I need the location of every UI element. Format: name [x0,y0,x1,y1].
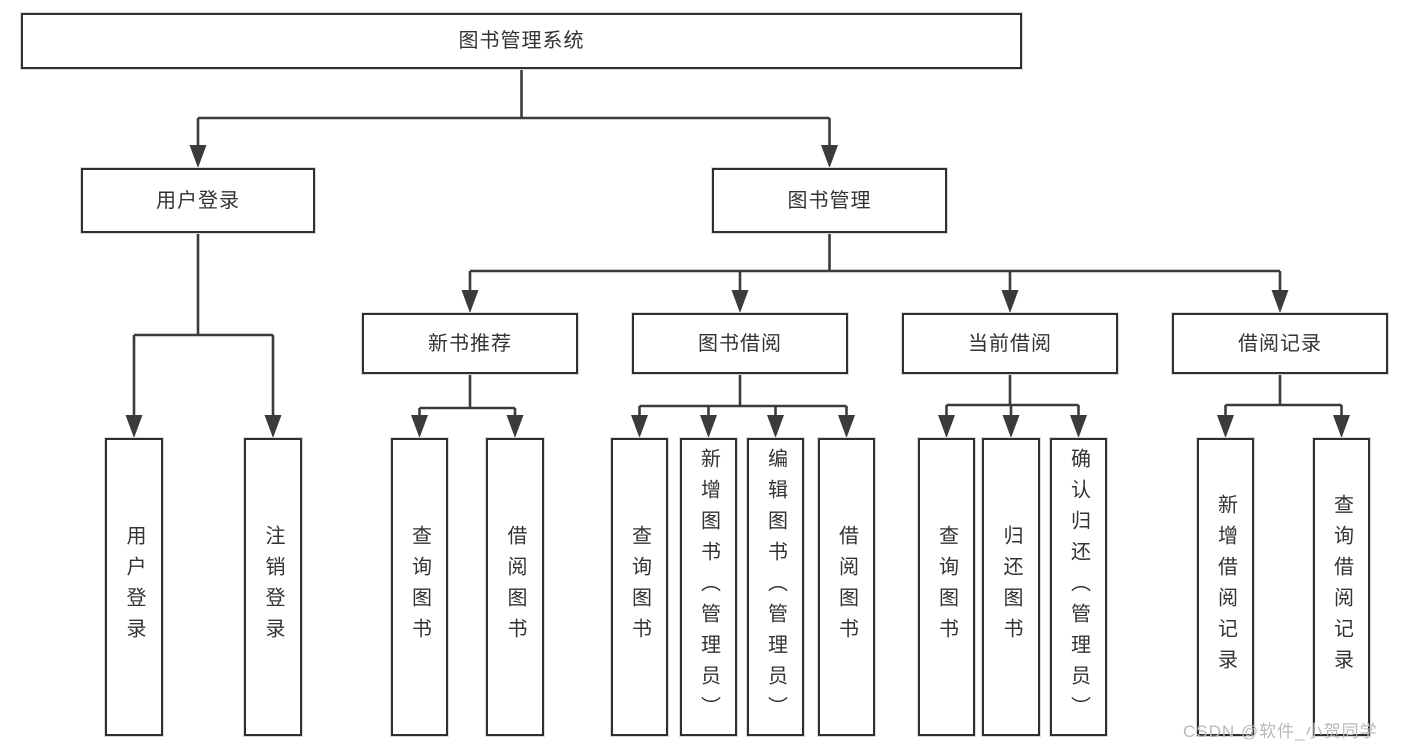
node-confirm-return-admin-label: 确认归还（管理员） [1067,447,1090,727]
node-add-books-admin: 新增图书（管理员） [680,438,737,736]
node-borrow-search-books: 查询图书 [611,438,668,736]
connector-borrow-records-to-leaves [1217,374,1350,438]
node-recommend-search-books-label: 查询图书 [408,525,431,649]
connector-root-to-level2 [189,69,838,168]
node-current-borrow: 当前借阅 [902,313,1118,374]
node-borrow-records: 借阅记录 [1172,313,1388,374]
node-edit-books-admin-label: 编辑图书（管理员） [764,447,787,727]
node-add-borrow-record-label: 新增借阅记录 [1214,494,1237,680]
node-user-login: 用户登录 [81,168,315,233]
node-user-login-label: 用户登录 [156,189,240,212]
node-current-search-books: 查询图书 [918,438,975,736]
node-user-login-action: 用户登录 [105,438,163,736]
node-book-mgmt: 图书管理 [712,168,947,233]
node-recommend-search-books: 查询图书 [391,438,448,736]
connector-book-mgmt-to-level3 [461,233,1289,313]
node-add-borrow-record: 新增借阅记录 [1197,438,1254,736]
node-book-borrow-label: 图书借阅 [698,332,782,355]
node-borrow-borrow-books-label: 借阅图书 [835,525,858,649]
node-current-borrow-label: 当前借阅 [968,332,1052,355]
node-root-label: 图书管理系统 [458,30,585,52]
connector-new-books-to-leaves [411,374,524,438]
node-search-borrow-record-label: 查询借阅记录 [1330,494,1353,680]
node-current-search-books-label: 查询图书 [935,525,958,649]
node-logout-action: 注销登录 [244,438,302,736]
node-new-books-label: 新书推荐 [428,332,512,355]
node-add-books-admin-label: 新增图书（管理员） [697,447,720,727]
node-new-books: 新书推荐 [362,313,578,374]
connector-user-login-to-leaves [125,233,282,438]
node-borrow-search-books-label: 查询图书 [628,525,651,649]
node-borrow-records-label: 借阅记录 [1238,332,1322,355]
node-borrow-borrow-books: 借阅图书 [818,438,875,736]
node-user-login-action-label: 用户登录 [123,525,145,649]
node-recommend-borrow-books-label: 借阅图书 [504,525,526,649]
node-return-books-label: 归还图书 [1000,525,1022,649]
node-recommend-borrow-books: 借阅图书 [486,438,544,736]
connector-book-borrow-to-leaves [631,374,855,438]
node-book-mgmt-label: 图书管理 [787,189,872,212]
node-confirm-return-admin: 确认归还（管理员） [1050,438,1107,736]
node-logout-action-label: 注销登录 [262,525,284,649]
node-search-borrow-record: 查询借阅记录 [1313,438,1370,736]
node-root: 图书管理系统 [21,13,1022,69]
node-edit-books-admin: 编辑图书（管理员） [747,438,804,736]
connector-current-borrow-to-leaves [938,374,1087,438]
node-return-books: 归还图书 [982,438,1040,736]
watermark: CSDN @软件_小贺同学 [1183,722,1378,741]
node-book-borrow: 图书借阅 [632,313,848,374]
